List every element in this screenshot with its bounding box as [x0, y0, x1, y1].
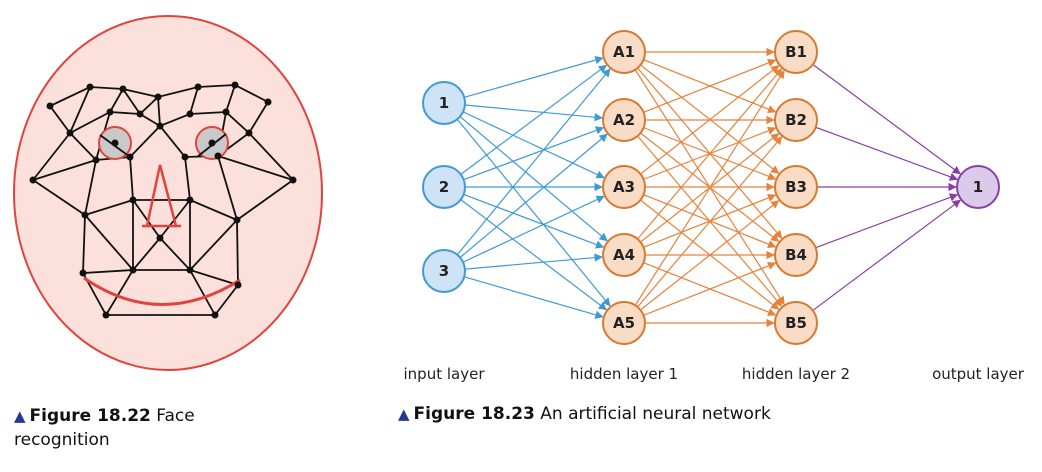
- node-circle: [422, 249, 466, 293]
- node-circle: [602, 165, 646, 209]
- node-label: 1: [973, 178, 983, 196]
- edge-2-A5-to-B3: [640, 200, 780, 311]
- node-circle: [956, 165, 1000, 209]
- layer-labels: input layer hidden layer 1 hidden layer 2 o…: [404, 365, 1025, 383]
- layer-label-4: output layer: [932, 365, 1025, 383]
- edge-1-1-to-A1: [464, 56, 604, 98]
- edge-1-3-to-A2: [459, 133, 608, 258]
- triangle-marker-icon: ▲: [398, 405, 410, 423]
- node-circle: [602, 301, 646, 345]
- nose-triangle: [145, 164, 178, 228]
- edge-1-1-to-A3: [462, 111, 605, 179]
- node-label: A5: [613, 314, 635, 332]
- face-caption-text-2: recognition: [14, 430, 110, 450]
- edge-2-A4-to-B1: [637, 68, 783, 240]
- face-recognition-diagram: [13, 15, 323, 371]
- face-figure-caption: ▲Figure 18.22 Face recognition: [14, 404, 314, 452]
- node-circle: [774, 165, 818, 209]
- edge-1-3-to-A1: [456, 68, 611, 256]
- node-layer3-B5: B5: [774, 301, 818, 345]
- node-circle: [422, 81, 466, 125]
- node-label: A3: [613, 178, 635, 196]
- node-layer3-B1: B1: [774, 30, 818, 74]
- node-layer2-A1: A1: [602, 30, 646, 74]
- node-layer2-A2: A2: [602, 98, 646, 142]
- edge-2-A5-to-B4: [643, 261, 777, 316]
- node-layer2-A4: A4: [602, 233, 646, 277]
- edge-1-1-to-A2: [464, 104, 603, 122]
- face-caption-number: Figure 18.22: [29, 406, 151, 426]
- network-figure-caption: ▲Figure 18.23 An artificial neural netwo…: [398, 402, 998, 426]
- triangle-marker-icon: ▲: [14, 407, 26, 425]
- node-circle: [774, 233, 818, 277]
- node-circle: [602, 30, 646, 74]
- node-label: A1: [613, 43, 635, 61]
- edge-1-1-to-A5: [456, 118, 611, 307]
- edge-1-3-to-A3: [462, 195, 605, 263]
- edge-1-2-to-A1: [460, 64, 608, 175]
- network-caption-text: An artificial neural network: [540, 404, 771, 424]
- node-circle: [602, 233, 646, 277]
- node-circle: [774, 98, 818, 142]
- network-caption-number: Figure 18.23: [413, 404, 535, 424]
- node-layer3-B3: B3: [774, 165, 818, 209]
- edge-1-3-to-A4: [464, 253, 603, 270]
- node-circle: [774, 301, 818, 345]
- node-layer1-1: 1: [422, 81, 466, 125]
- edge-3-B2-to-1: [815, 126, 959, 181]
- edge-1-2-to-A2: [463, 126, 605, 181]
- node-layer1-2: 2: [422, 165, 466, 209]
- edge-1-3-to-A5: [464, 276, 604, 319]
- node-label: B2: [785, 111, 807, 129]
- layer-label-1: input layer: [404, 365, 486, 383]
- connection-arrows: [456, 47, 962, 328]
- edge-3-B5-to-1: [812, 199, 962, 311]
- node-layer3-B2: B2: [774, 98, 818, 142]
- node-circle: [774, 30, 818, 74]
- node-label: 1: [439, 94, 449, 112]
- node-layer2-A3: A3: [602, 165, 646, 209]
- node-circle: [422, 165, 466, 209]
- face-caption-text-1: Face: [156, 406, 195, 426]
- node-label: B3: [785, 178, 807, 196]
- face-landmark-points: [29, 81, 297, 319]
- layer-label-2: hidden layer 1: [570, 365, 678, 383]
- node-label: A2: [613, 111, 635, 129]
- node-circle: [602, 98, 646, 142]
- node-layer2-A5: A5: [602, 301, 646, 345]
- node-label: 2: [439, 178, 449, 196]
- node-label: B5: [785, 314, 807, 332]
- node-layer3-B4: B4: [774, 233, 818, 277]
- edge-2-A5-to-B2: [637, 136, 783, 308]
- node-label: A4: [613, 246, 635, 264]
- edge-1-2-to-A5: [460, 199, 608, 311]
- node-label: B4: [785, 246, 807, 264]
- edge-2-A3-to-B1: [640, 65, 780, 175]
- edge-2-A2-to-B1: [643, 58, 777, 113]
- edge-3-B4-to-1: [815, 193, 959, 249]
- edge-1-1-to-A4: [459, 116, 608, 242]
- edge-2-A5-to-B1: [634, 69, 785, 306]
- edge-1-2-to-A4: [463, 193, 605, 249]
- node-layer1-3: 3: [422, 249, 466, 293]
- node-layer4-1: 1: [956, 165, 1000, 209]
- layer-label-3: hidden layer 2: [742, 365, 850, 383]
- node-label: 3: [439, 262, 449, 280]
- node-label: B1: [785, 43, 807, 61]
- edge-3-B1-to-1: [812, 64, 962, 175]
- mouth-curve: [83, 276, 241, 306]
